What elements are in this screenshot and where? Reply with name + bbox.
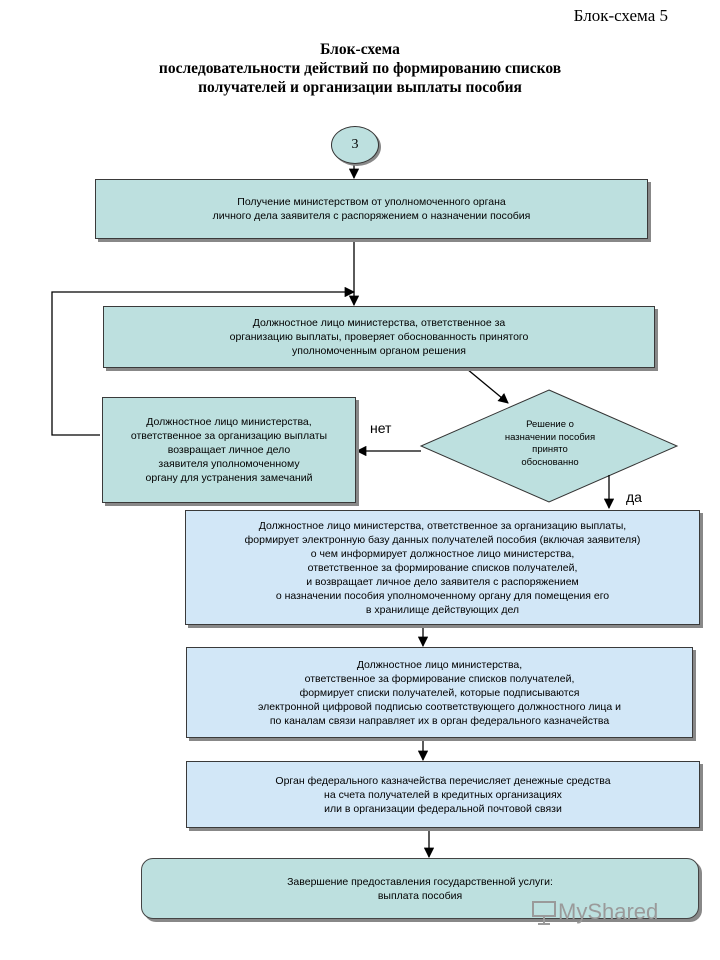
receive-line: личного дела заявителя с распоряжением о… <box>212 210 531 222</box>
form-lists-line: ответственное за формирование списков по… <box>304 672 575 685</box>
return-box: Должностное лицо министерства, ответстве… <box>102 397 356 503</box>
return-line: ответственное за организацию выплаты <box>130 430 328 442</box>
form-db-line: в хранилище действующих дел <box>365 603 520 616</box>
start-connector-circle: 3 <box>331 126 379 164</box>
form-lists-line: электронной цифровой подписью соответств… <box>258 700 621 713</box>
form-db-line: и возвращает личное дело заявителя с рас… <box>306 575 579 588</box>
form-lists-line: формирует списки получателей, которые по… <box>299 686 580 699</box>
arrow-check-to-decision <box>466 368 509 404</box>
receive-box: Получение министерством от уполномоченно… <box>95 179 648 239</box>
form-db-line: формирует электронную базу данных получа… <box>244 533 641 546</box>
decision-text: Решение о назначении пособия принято обо… <box>470 419 630 469</box>
final-line: Завершение предоставления государственно… <box>287 875 553 888</box>
decision-line: обоснованно <box>521 456 579 468</box>
check-box: Должностное лицо министерства, ответстве… <box>103 306 655 368</box>
treasury-line: или в организации федеральной почтовой с… <box>324 802 562 815</box>
decision-no-label: нет <box>370 420 392 436</box>
decision-diamond <box>419 389 679 503</box>
check-line: Должностное лицо министерства, ответстве… <box>252 317 506 329</box>
return-line: возвращает личное дело <box>167 444 291 456</box>
return-line: заявителя уполномоченному <box>158 458 300 470</box>
final-line: выплата пособия <box>377 889 463 902</box>
form-db-line: о назначении пособия уполномоченному орг… <box>275 589 610 602</box>
check-line: уполномоченным органом решения <box>292 345 466 357</box>
treasury-box: Орган федерального казначейства перечисл… <box>186 761 700 828</box>
start-connector-label: 3 <box>351 137 359 152</box>
decision-line: принято <box>532 444 568 455</box>
title-line-2: последовательности действий по формирова… <box>158 60 562 77</box>
watermark-text: MyShared <box>558 899 659 924</box>
return-line: органу для устранения замечаний <box>145 472 313 484</box>
arrow-return-loop <box>51 286 356 436</box>
decision-line: назначении пособия <box>504 431 596 443</box>
form-db-box: Должностное лицо министерства, ответстве… <box>185 510 700 625</box>
treasury-line: Орган федерального казначейства перечисл… <box>275 774 611 787</box>
page-label: Блок-схема 5 <box>573 6 668 25</box>
form-lists-line: Должностное лицо министерства, <box>356 658 523 671</box>
form-lists-line: по каналам связи направляет их в орган ф… <box>269 714 610 727</box>
presentation-board-icon <box>532 901 556 925</box>
form-db-line: Должностное лицо министерства, ответстве… <box>258 519 627 532</box>
decision-yes-label: да <box>626 489 642 505</box>
return-line: Должностное лицо министерства, <box>146 416 312 428</box>
title-line-3: получателей и организации выплаты пособи… <box>198 79 522 96</box>
diagram-title: Блок-схема последовательности действий п… <box>0 40 720 97</box>
form-lists-box: Должностное лицо министерства, ответстве… <box>186 647 693 738</box>
receive-line: Получение министерством от уполномоченно… <box>237 196 506 208</box>
decision-line: Решение о <box>526 419 574 430</box>
form-db-line: о чем информирует должностное лицо минис… <box>310 547 575 560</box>
title-line-1: Блок-схема <box>320 41 400 58</box>
treasury-line: на счета получателей в кредитных организ… <box>324 788 562 801</box>
watermark: MyShared <box>530 898 658 926</box>
final-box: Завершение предоставления государственно… <box>141 858 699 919</box>
check-line: организацию выплаты, проверяет обоснован… <box>229 331 529 343</box>
form-db-line: ответственное за формирование списков по… <box>307 561 578 574</box>
